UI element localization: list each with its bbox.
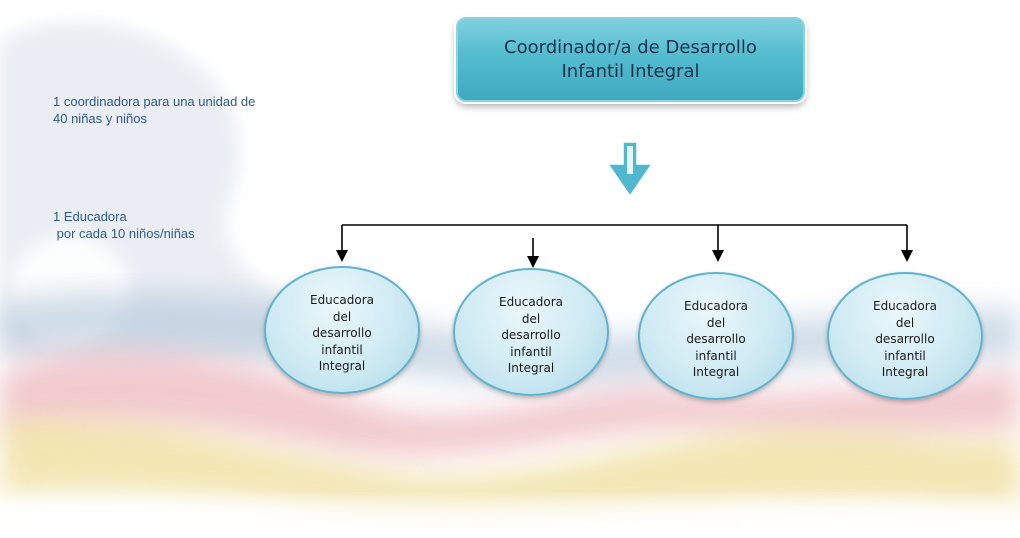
connector-drop-3 xyxy=(712,225,724,262)
node-line: Integral xyxy=(507,361,555,375)
node-line: infantil xyxy=(510,344,552,359)
node-line: Educadora xyxy=(309,293,374,307)
connector-drop-4 xyxy=(901,225,913,262)
node-line: infantil xyxy=(321,342,363,357)
node-line: infantil xyxy=(695,348,737,363)
node-line: Integral xyxy=(881,365,929,379)
coordinator-ratio-note: 1 coordinadora para una unidad de 40 niñ… xyxy=(53,94,256,126)
educator-node-2: Educadora del desarrollo infantil Integr… xyxy=(453,268,609,396)
educator-node-3: Educadora del desarrollo infantil Integr… xyxy=(638,272,794,400)
educator-ratio-note: 1 Educadora por cada 10 niños/niñas xyxy=(53,209,195,241)
node-line: Integral xyxy=(692,365,740,379)
node-line: Educadora xyxy=(872,299,937,313)
coordinator-title-line-2: Infantil Integral xyxy=(561,60,700,82)
node-line: del xyxy=(706,315,726,330)
connector-drop-1 xyxy=(336,225,348,262)
node-line: Integral xyxy=(318,359,366,373)
educator-node-1: Educadora del desarrollo infantil Integr… xyxy=(264,266,420,394)
node-line: desarrollo xyxy=(501,328,561,342)
node-line: Educadora xyxy=(683,299,748,313)
node-line: Educadora xyxy=(498,295,563,309)
coordinator-box: Coordinador/a de Desarrollo Infantil Int… xyxy=(456,17,805,102)
node-line: desarrollo xyxy=(875,332,935,346)
node-line: infantil xyxy=(884,348,926,363)
node-line: desarrollo xyxy=(312,326,372,340)
node-line: desarrollo xyxy=(686,332,746,346)
node-line: del xyxy=(895,315,915,330)
educator-node-4: Educadora del desarrollo infantil Integr… xyxy=(827,272,983,400)
coordinator-title-line-1: Coordinador/a de Desarrollo xyxy=(504,36,757,58)
node-line: del xyxy=(332,309,352,324)
connector-drop-2 xyxy=(527,238,539,268)
node-line: del xyxy=(521,311,541,326)
